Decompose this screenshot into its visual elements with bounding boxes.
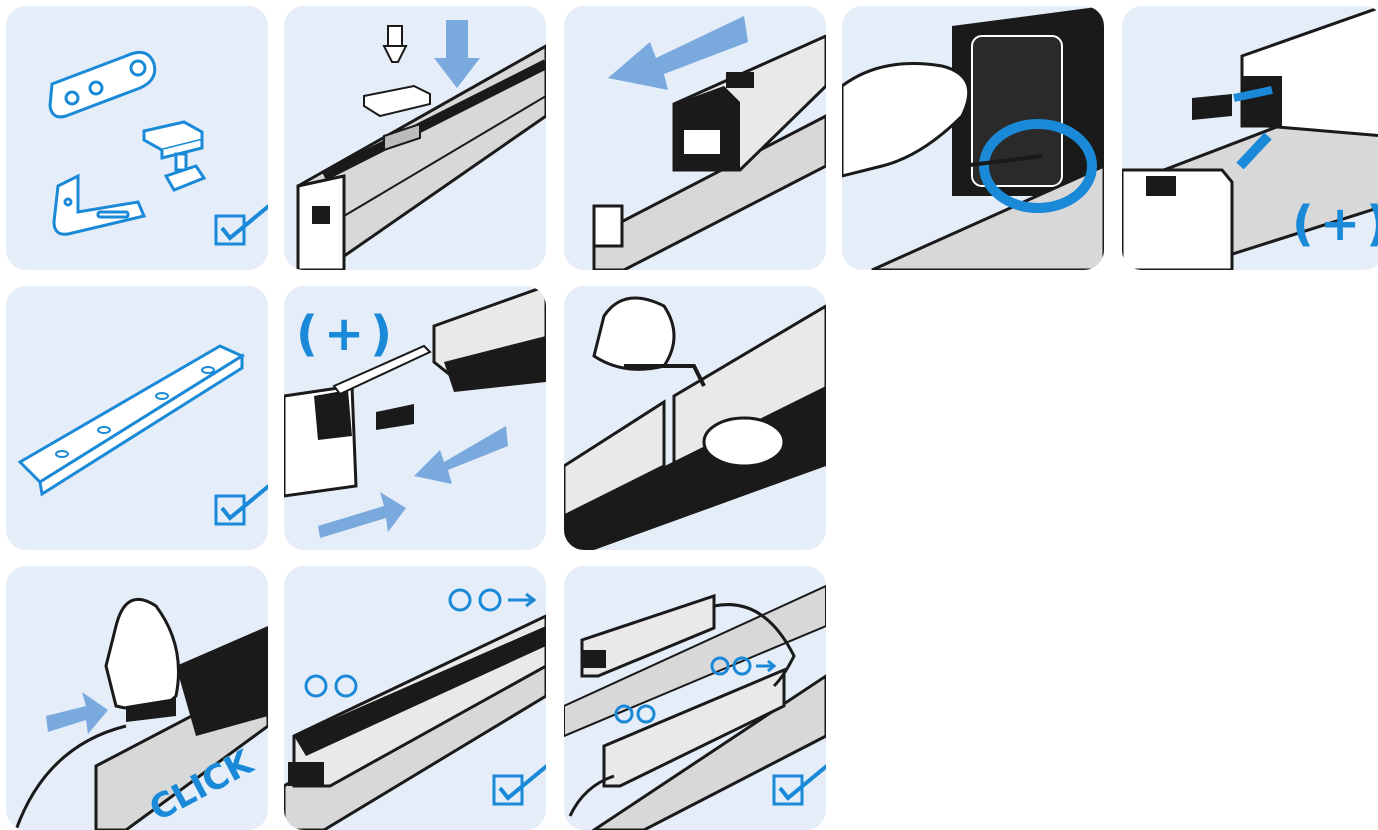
mounting-parts-icon — [48, 50, 207, 236]
cable-plug-icon — [288, 762, 324, 786]
cable-plug-icon — [126, 698, 176, 722]
left-arrow-icon — [414, 426, 508, 484]
hand-icon — [104, 597, 180, 711]
checkbox-checked-icon — [772, 764, 826, 806]
step-1-panel — [6, 6, 268, 270]
connector-icon — [376, 404, 414, 430]
power-icon — [614, 656, 777, 724]
slot-nut-icon — [17, 344, 246, 497]
plus-label: (+) — [296, 306, 399, 362]
step-4-panel — [842, 6, 1104, 270]
right-arrow-icon — [46, 692, 108, 734]
cable-plug-icon — [568, 774, 615, 817]
hand-icon — [842, 62, 971, 178]
step-5-panel: (+) — [1122, 6, 1378, 270]
hex-key-icon — [624, 364, 706, 387]
step-7-panel: (+) — [284, 286, 546, 550]
step-11-panel — [564, 566, 826, 830]
rotate-arrow-icon — [979, 119, 1097, 213]
power-icon — [304, 588, 537, 698]
profile-rail-icon — [296, 20, 546, 270]
screw-icon — [382, 25, 408, 63]
down-arrow-icon — [434, 20, 480, 88]
step-2-panel — [284, 6, 546, 270]
right-arrow-icon — [318, 492, 406, 538]
checkbox-checked-icon — [214, 204, 268, 246]
profile-rail-icon — [592, 114, 826, 270]
socket-icon — [702, 416, 786, 468]
checkbox-checked-icon — [214, 484, 268, 526]
step-6-panel — [6, 286, 268, 550]
step-3-panel — [564, 6, 826, 270]
slot-nut-icon — [363, 84, 431, 118]
connector-icon — [1192, 94, 1232, 120]
left-arrow-icon — [608, 16, 748, 90]
checkbox-checked-icon — [492, 764, 546, 806]
hand-icon — [592, 296, 676, 371]
plus-label: (+) — [1292, 196, 1378, 252]
step-10-panel — [284, 566, 546, 830]
step-8-panel — [564, 286, 826, 550]
step-9-panel: CLICK — [6, 566, 268, 830]
